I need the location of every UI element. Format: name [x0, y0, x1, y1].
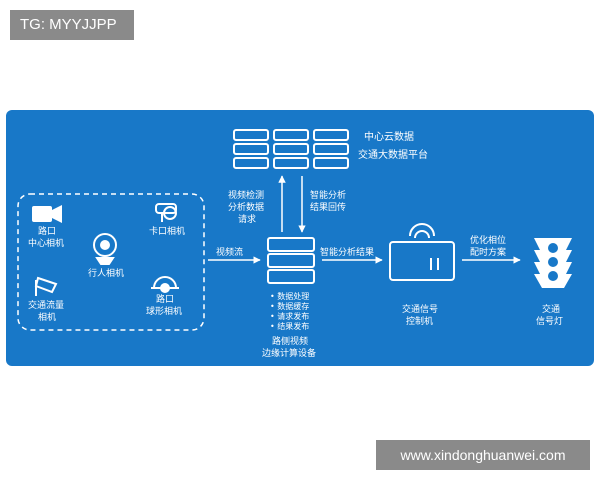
controller-label-1: 交通信号	[402, 305, 439, 315]
camera-traffic-flow-label-2: 相机	[38, 313, 57, 323]
analysis-result-label: 智能分析结果	[320, 248, 375, 258]
signal-controller-icon	[389, 223, 455, 281]
webcam-icon	[93, 233, 117, 265]
camera-checkpoint-label: 卡口相机	[149, 227, 186, 237]
edge-to-cloud-label-1: 视频检测	[228, 191, 265, 201]
edge-feature-1: • 数据缓存	[270, 302, 310, 311]
camera-traffic-flow-label-1: 交通流量	[28, 301, 65, 311]
diagram-panel: 中心云数据 交通大数据平台 视频检测 分析数据 请求 智能分析 结果回传 路口 …	[6, 110, 594, 366]
bullet-camera-icon	[155, 203, 177, 222]
camera-dome-label-2: 球形相机	[146, 307, 183, 317]
signal-light-label-1: 交通	[542, 305, 561, 315]
cloud-to-edge-label-2: 结果回传	[310, 203, 347, 213]
diagram-graphics	[17, 129, 572, 331]
camera-pedestrian-label: 行人相机	[88, 269, 125, 279]
video-camera-icon	[32, 205, 62, 223]
cloud-server-icon	[233, 129, 349, 169]
traffic-camera-icon	[34, 276, 58, 296]
optimize-label-1: 优化相位	[470, 236, 507, 246]
signal-light-label-2: 信号灯	[536, 317, 564, 327]
edge-feature-2: • 请求发布	[270, 312, 310, 321]
dome-camera-icon	[151, 276, 179, 293]
camera-group-box	[17, 193, 205, 331]
edge-device-label-2: 边缘计算设备	[262, 349, 317, 359]
edge-server-icon	[267, 237, 315, 284]
edge-device-label-1: 路侧视频	[272, 337, 309, 347]
watermark-top: TG: MYYJJPP	[10, 10, 134, 40]
cloud-to-edge-label-1: 智能分析	[310, 191, 347, 201]
camera-intersection-label-2: 中心相机	[28, 239, 65, 249]
edge-to-cloud-label-3: 请求	[238, 215, 257, 225]
watermark-bottom: www.xindonghuanwei.com	[376, 440, 590, 470]
edge-to-cloud-label-2: 分析数据	[228, 203, 265, 213]
optimize-label-2: 配时方案	[470, 248, 507, 258]
edge-feature-0: • 数据处理	[270, 292, 310, 301]
camera-dome-label-1: 路口	[156, 295, 175, 305]
camera-intersection-label-1: 路口	[38, 227, 57, 237]
controller-label-2: 控制机	[406, 317, 434, 327]
cloud-label-1: 中心云数据	[364, 132, 414, 143]
cloud-label-2: 交通大数据平台	[358, 150, 428, 161]
edge-feature-3: • 结果发布	[270, 322, 310, 331]
video-stream-label: 视频流	[216, 248, 244, 258]
traffic-light-icon	[534, 238, 572, 288]
